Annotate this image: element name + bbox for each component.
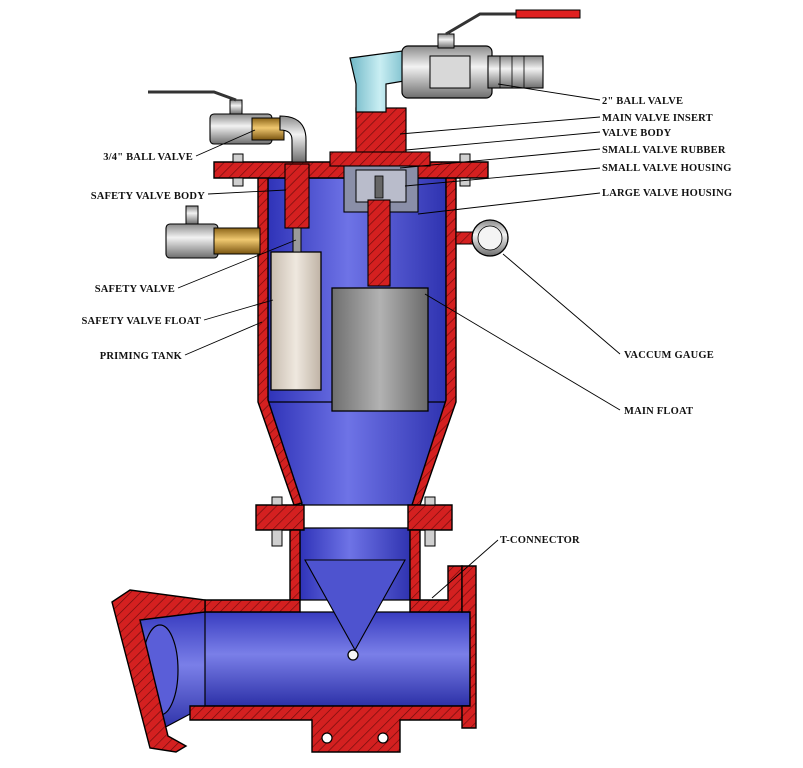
- ball-valve-3-4in: [148, 90, 307, 163]
- label-vacuum-gauge: VACCUM GAUGE: [624, 350, 714, 361]
- flange-bolts: [232, 153, 471, 547]
- ball-valve-2in: [349, 9, 581, 113]
- ball-valve-handle[interactable]: [515, 9, 581, 19]
- safety-valve-float: [270, 251, 322, 391]
- callout-labels: 2" BALL VALVE MAIN VALVE INSERT VALVE BO…: [81, 96, 732, 546]
- label-3-4in-ball-valve: 3/4" BALL VALVE: [103, 152, 193, 163]
- label-main-float: MAIN FLOAT: [624, 406, 693, 417]
- side-ball-valve: [165, 205, 261, 259]
- safety-valve-body: [284, 163, 310, 253]
- label-valve-body: VALVE BODY: [602, 128, 672, 139]
- label-t-connector: T-CONNECTOR: [500, 535, 580, 546]
- label-small-valve-rubber: SMALL VALVE RUBBER: [602, 145, 726, 156]
- label-safety-valve: SAFETY VALVE: [95, 284, 175, 295]
- main-float: [331, 287, 429, 412]
- gauge-icon: [455, 219, 509, 257]
- label-safety-valve-body: SAFETY VALVE BODY: [91, 191, 205, 202]
- label-2in-ball-valve: 2" BALL VALVE: [602, 96, 683, 107]
- label-priming-tank: PRIMING TANK: [100, 351, 183, 362]
- label-small-valve-housing: SMALL VALVE HOUSING: [602, 163, 732, 174]
- label-safety-valve-float: SAFETY VALVE FLOAT: [81, 316, 201, 327]
- leader-lines: [177, 83, 621, 599]
- label-large-valve-housing: LARGE VALVE HOUSING: [602, 188, 732, 199]
- label-main-valve-insert: MAIN VALVE INSERT: [602, 113, 713, 124]
- main-valve-assembly: [329, 107, 431, 287]
